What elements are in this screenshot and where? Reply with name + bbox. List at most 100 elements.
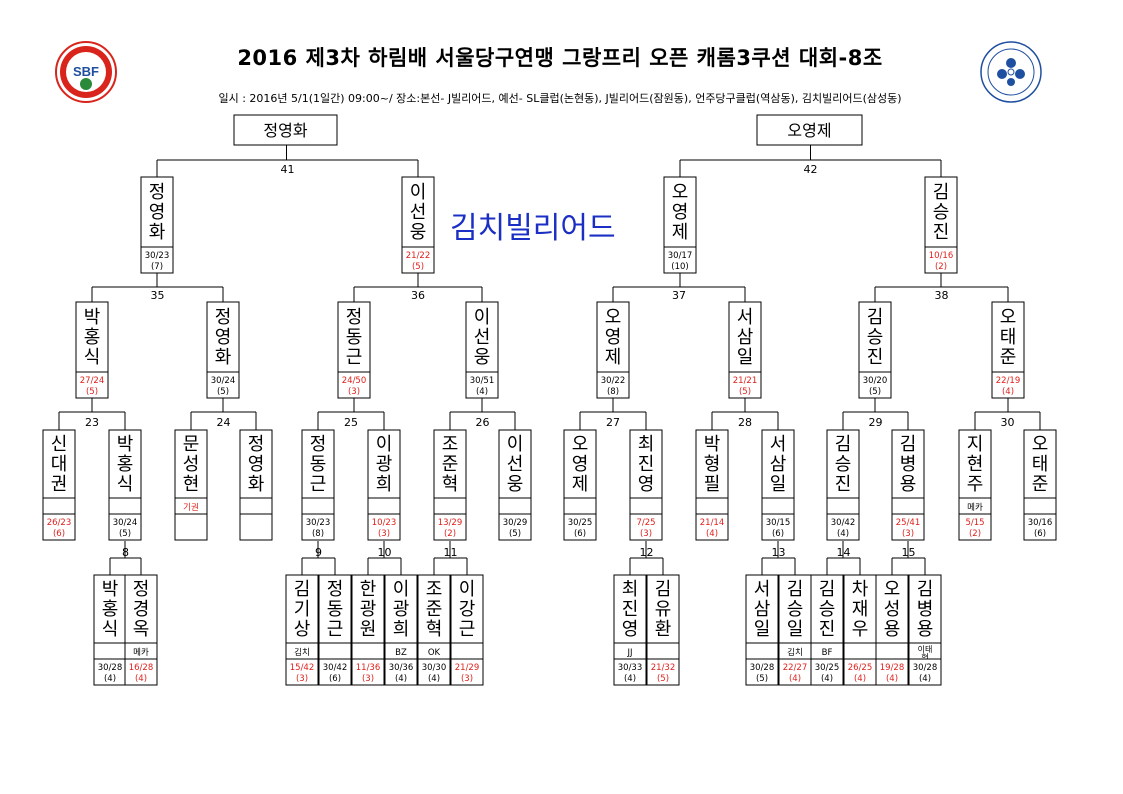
player-name-char: 혁 <box>426 619 443 640</box>
player-name-char: 광 <box>393 599 410 620</box>
player-score: 21/29 <box>455 663 480 673</box>
player-rank: (5) <box>119 529 131 539</box>
player-name-char: 일 <box>737 347 754 368</box>
player-score: 5/15 <box>965 518 984 528</box>
player-rank: (5) <box>86 387 98 397</box>
player-name-char: 김 <box>917 579 934 600</box>
player-name-char: 대 <box>51 454 68 475</box>
group-winner-box[interactable]: 오영제 <box>756 114 863 146</box>
player-club-tag-cont: 현 <box>921 653 928 662</box>
player-club-tag: 김치 <box>294 647 310 658</box>
player-name-char: 선 <box>507 454 524 475</box>
player-name-char: 현 <box>967 454 984 475</box>
player-name-char: 준 <box>442 454 459 475</box>
player-name-char: 영 <box>638 474 655 495</box>
player-score: 30/36 <box>389 663 414 673</box>
player-name-char: 진 <box>867 347 884 368</box>
group-winner-box[interactable]: 정영화 <box>233 114 338 146</box>
player-name-char: 승 <box>867 327 884 348</box>
player-name-char: 박 <box>117 434 134 455</box>
player-rank: (3) <box>348 387 360 397</box>
player-name-char: 식 <box>117 474 134 495</box>
player-name-char: 김 <box>900 434 917 455</box>
player-card[interactable]: 정영화 <box>239 429 273 541</box>
player-name-char: 삼 <box>754 599 771 620</box>
player-score: 21/14 <box>700 518 725 528</box>
player-name-char: 정 <box>310 434 327 455</box>
player-name-char: 승 <box>787 599 804 620</box>
player-name-char: 강 <box>459 599 476 620</box>
player-score: 16/28 <box>129 663 154 673</box>
player-name-char: 동 <box>346 327 363 348</box>
player-name-char: 영 <box>248 454 265 475</box>
match-number: 26 <box>476 416 490 429</box>
player-name-char: 태 <box>1032 454 1049 475</box>
player-name-char: 웅 <box>410 222 427 243</box>
player-score: 24/50 <box>342 376 367 386</box>
match-number: 42 <box>804 163 818 176</box>
player-name-char: 최 <box>638 434 655 455</box>
player-name-char: 근 <box>346 347 363 368</box>
match-number: 37 <box>672 289 686 302</box>
player-club-tag: BZ <box>395 648 407 658</box>
player-name-char: 진 <box>638 454 655 475</box>
player-name-char: 우 <box>852 619 869 640</box>
player-name-char: 박 <box>84 307 101 328</box>
player-score: 22/27 <box>783 663 808 673</box>
player-name-char: 경 <box>133 599 150 620</box>
player-name-char: 삼 <box>770 454 787 475</box>
match-number: 38 <box>935 289 949 302</box>
player-name-char: 근 <box>327 619 344 640</box>
player-rank: (3) <box>378 529 390 539</box>
player-score: 22/19 <box>996 376 1021 386</box>
player-rank: (4) <box>135 674 147 684</box>
player-score: 11/36 <box>356 663 381 673</box>
player-score: 30/42 <box>831 518 856 528</box>
match-number: 23 <box>85 416 99 429</box>
